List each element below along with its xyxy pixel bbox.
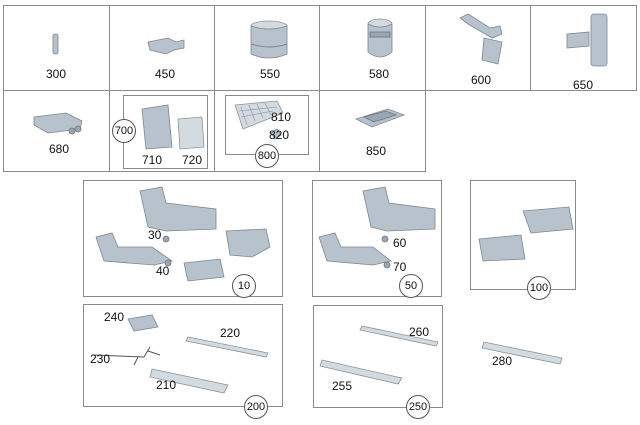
cell-part-850[interactable]: 850 (319, 90, 426, 172)
cell-part-600[interactable]: 600 (425, 5, 531, 91)
group-250-box[interactable]: 260 255 250 (313, 305, 443, 419)
part-label-30: 30 (148, 228, 162, 242)
part-label-650: 650 (573, 78, 594, 92)
group-circle-10[interactable]: 10 (232, 274, 256, 298)
cell-part-300[interactable]: 300 (3, 5, 110, 91)
part-label-710: 710 (142, 153, 163, 167)
group-circle-700[interactable]: 700 (112, 119, 136, 143)
cargo-net-part-icon (234, 100, 284, 140)
cell-group-700[interactable]: 700 710 720 (109, 90, 215, 172)
tray-part-icon (33, 112, 83, 135)
group-10-box[interactable]: 30 40 10 (83, 180, 283, 298)
clip-part-icon (147, 37, 185, 55)
cell-part-550[interactable]: 550 (214, 5, 320, 91)
sill-kit-200 (93, 314, 269, 394)
cell-group-800[interactable]: 810 820 800 (214, 90, 320, 172)
part-label-600: 600 (471, 73, 492, 87)
part-label-70: 70 (393, 260, 407, 274)
part-label-680: 680 (49, 142, 70, 156)
part-label-820: 820 (269, 128, 290, 142)
sun-blind-part-icon (141, 104, 205, 150)
part-label-220: 220 (220, 326, 241, 340)
cell-part-650[interactable]: 650 (530, 5, 637, 91)
floor-cover-part-icon (354, 108, 406, 128)
floor-mats-set-100 (478, 206, 574, 262)
sill-part-280 (481, 341, 563, 365)
pin-part-icon (52, 33, 59, 55)
ashtray-part-icon (367, 18, 393, 58)
part-label-40: 40 (156, 264, 170, 278)
group-circle-200[interactable]: 200 (244, 395, 268, 419)
sill-kit-250 (319, 325, 439, 385)
group-50-box[interactable]: 60 70 50 (312, 180, 442, 298)
part-label-260: 260 (409, 325, 430, 339)
holder-arm-part-icon (459, 13, 503, 65)
part-label-280: 280 (492, 354, 513, 368)
group-circle-250[interactable]: 250 (406, 395, 430, 419)
cell-part-680[interactable]: 680 (3, 90, 110, 172)
container-part-icon (250, 20, 288, 59)
group-100-box[interactable]: 100 (470, 180, 576, 300)
part-label-255: 255 (332, 379, 353, 393)
part-label-210: 210 (156, 378, 177, 392)
phone-holder-part-icon (566, 13, 608, 67)
group-circle-50[interactable]: 50 (399, 274, 423, 298)
part-label-850: 850 (366, 144, 387, 158)
group-circle-100[interactable]: 100 (527, 276, 551, 300)
part-label-230: 230 (90, 352, 111, 366)
cell-part-580[interactable]: 580 (319, 5, 426, 91)
part-label-810: 810 (271, 110, 292, 124)
group-circle-800[interactable]: 800 (255, 144, 279, 168)
part-label-240: 240 (104, 310, 125, 324)
part-label-60: 60 (393, 236, 407, 250)
group-200-box[interactable]: 240 220 230 210 200 (83, 304, 283, 419)
part-label-300: 300 (46, 67, 67, 81)
part-label-550: 550 (260, 67, 281, 81)
cell-part-450[interactable]: 450 (109, 5, 215, 91)
part-label-450: 450 (155, 67, 176, 81)
floor-mats-set-10 (95, 186, 271, 282)
floor-mats-set-50 (318, 186, 436, 269)
part-label-580: 580 (369, 67, 390, 81)
part-label-720: 720 (182, 153, 203, 167)
